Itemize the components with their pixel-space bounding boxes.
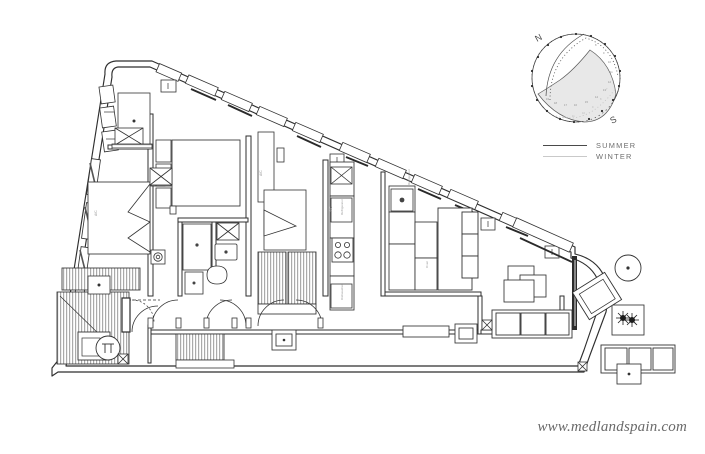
- svg-text:A/C: A/C: [94, 210, 98, 216]
- legend-item-summer: SUMMER: [543, 140, 663, 151]
- compass-south-label: S: [608, 114, 618, 126]
- double-bed-2: [171, 139, 241, 207]
- svg-text:10: 10: [582, 111, 585, 115]
- svg-text:Refrigerator: Refrigerator: [407, 169, 411, 185]
- legend-label-summer: SUMMER: [596, 141, 637, 150]
- svg-text:11: 11: [572, 114, 575, 118]
- room-terrace: [571, 254, 676, 385]
- svg-text:16: 16: [574, 103, 577, 107]
- room-hall: [257, 131, 307, 251]
- sun-path-legend: SUMMER WINTER: [543, 140, 663, 164]
- svg-text:7: 7: [606, 87, 608, 91]
- svg-text:17: 17: [564, 103, 567, 107]
- svg-text:Refrigerator: Refrigerator: [340, 199, 344, 215]
- washing-machine: [77, 331, 121, 361]
- sofa-living: [491, 309, 573, 339]
- electrical-boxes: [169, 205, 493, 331]
- room-bedroom-1: [87, 171, 166, 265]
- svg-text:9: 9: [592, 105, 594, 109]
- svg-text:18: 18: [554, 101, 557, 105]
- svg-text:13: 13: [603, 88, 606, 92]
- room-living: [402, 217, 577, 344]
- kitchen-island: [437, 207, 479, 291]
- sofa-terrace: [600, 344, 676, 374]
- hallway-wardrobes: [257, 251, 317, 315]
- room-bedroom-north: [111, 92, 153, 150]
- shower-tray: [182, 223, 212, 271]
- cooktop-four-burner: [331, 237, 354, 263]
- site-watermark: www.medlandspain.com: [537, 419, 687, 435]
- wall-unit-labels: A/C A/C A/C: [94, 170, 333, 216]
- legend-item-winter: WINTER: [543, 151, 663, 162]
- planter: [611, 304, 645, 336]
- svg-text:12: 12: [608, 80, 611, 84]
- svg-text:12: 12: [562, 115, 565, 119]
- svg-text:A/C: A/C: [329, 206, 333, 212]
- door-jambs: [147, 317, 324, 329]
- svg-text:19: 19: [546, 97, 549, 101]
- coffee-table: [503, 265, 547, 303]
- room-utility-balcony: [56, 267, 160, 365]
- svg-text:9: 9: [603, 51, 605, 55]
- facade-windows-northeast: [155, 63, 563, 259]
- svg-text:11: 11: [610, 70, 613, 74]
- svg-text:8: 8: [595, 43, 597, 47]
- corridor-fixtures: [175, 329, 297, 369]
- svg-text:A/C: A/C: [259, 170, 263, 176]
- legend-line-summer: [543, 145, 587, 146]
- svg-text:10: 10: [608, 60, 611, 64]
- room-bathroom-1: [182, 222, 240, 295]
- armchair: [571, 271, 623, 321]
- svg-text:Dishwasher: Dishwasher: [340, 284, 344, 300]
- legend-line-winter: [543, 156, 587, 157]
- compass-north-label: N: [533, 32, 543, 44]
- legend-label-winter: WINTER: [596, 152, 633, 161]
- round-dining-table: [614, 254, 642, 282]
- svg-text:14: 14: [595, 95, 598, 99]
- svg-text:Oven: Oven: [425, 260, 429, 268]
- room-kitchen: Refrigerator Dishwasher Refrigerator Ove…: [329, 161, 479, 311]
- wardrobe-2: [114, 127, 144, 146]
- svg-text:8: 8: [600, 97, 602, 101]
- wardrobe-1: [149, 167, 173, 186]
- svg-text:15: 15: [585, 100, 588, 104]
- room-bedroom-2: [149, 139, 241, 209]
